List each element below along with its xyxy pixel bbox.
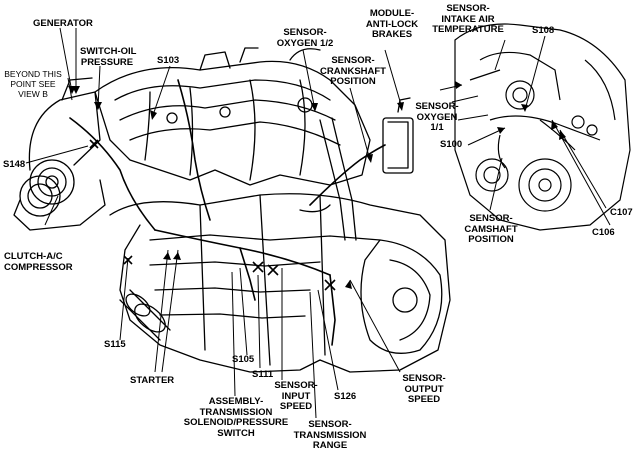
- label-assembly-transmission-solenoid: ASSEMBLY- TRANSMISSION SOLENOID/PRESSURE…: [183, 396, 289, 439]
- label-sensor-oxygen-1-2: SENSOR- OXYGEN 1/2: [276, 27, 334, 49]
- exhaust-drawing: [299, 117, 357, 241]
- label-sensor-camshaft-position: SENSOR- CAMSHAFT POSITION: [464, 213, 518, 245]
- label-s111: S111: [252, 369, 274, 380]
- label-sensor-transmission-range: SENSOR- TRANSMISSION RANGE: [293, 419, 367, 451]
- label-module-anti-lock-brakes: MODULE- ANTI-LOCK BRAKES: [365, 8, 419, 40]
- label-sensor-output-speed: SENSOR- OUTPUT SPEED: [402, 373, 446, 405]
- label-s126: S126: [334, 391, 357, 402]
- label-s115: S115: [104, 339, 126, 350]
- label-sensor-intake-air-temperature: SENSOR- INTAKE AIR TEMPERATURE: [432, 3, 504, 35]
- label-clutch-ac-compressor: CLUTCH-A/C COMPRESSOR: [4, 251, 73, 273]
- view-b-inset: [454, 23, 631, 231]
- leader-lines: [25, 27, 611, 419]
- label-c106: C106: [592, 227, 615, 238]
- label-c107: C107: [610, 207, 633, 218]
- splice-markers: [89, 139, 336, 291]
- compressor-drawing: [13, 175, 106, 231]
- label-generator: GENERATOR: [33, 18, 93, 29]
- transmission-drawing: [109, 193, 451, 373]
- label-sensor-oxygen-1-1: SENSOR- OXYGEN 1/1: [415, 101, 459, 133]
- arrowheads: [68, 81, 566, 289]
- label-s108: S108: [532, 25, 555, 36]
- label-s105: S105: [232, 354, 255, 365]
- label-s148: S148: [3, 159, 26, 170]
- label-switch-oil-pressure: SWITCH-OIL PRESSURE: [80, 46, 137, 68]
- axle-drawing: [119, 289, 171, 341]
- engine-block-drawing: [94, 47, 371, 186]
- label-s103: S103: [157, 55, 180, 66]
- label-s100: S100: [440, 139, 463, 150]
- label-sensor-crankshaft-position: SENSOR- CRANKSHAFT POSITION: [320, 55, 386, 87]
- label-starter: STARTER: [130, 375, 175, 386]
- label-sensor-input-speed: SENSOR- INPUT SPEED: [274, 380, 318, 412]
- label-beyond-this-point: BEYOND THIS POINT SEE VIEW B: [4, 69, 62, 99]
